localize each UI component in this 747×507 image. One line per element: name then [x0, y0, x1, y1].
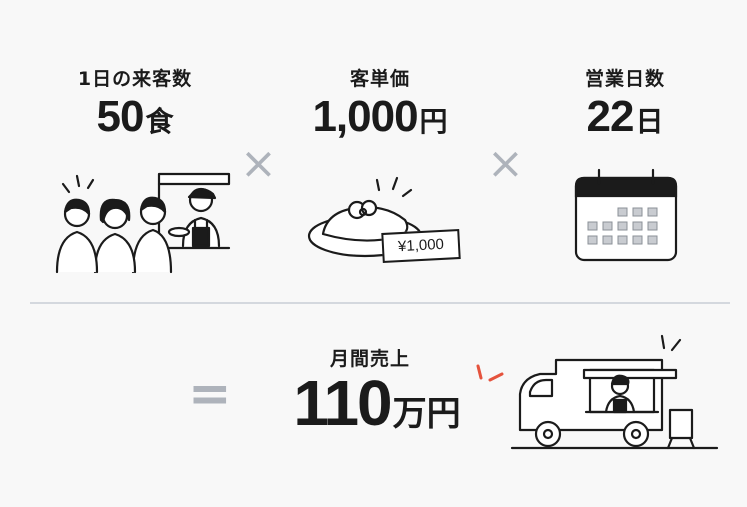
equals-sign: =	[188, 364, 232, 424]
price-per-customer-value: 1,000円	[285, 92, 475, 142]
customers-per-day-label: 1日の来客数	[77, 68, 193, 90]
customers-per-day-value: 50食	[45, 92, 225, 142]
multiply-sign-2: ×	[487, 138, 524, 189]
business-days-unit: 日	[635, 106, 664, 137]
food-truck-illustration	[510, 334, 719, 450]
price-per-customer-label: 客単価	[349, 68, 410, 90]
section-divider	[30, 302, 730, 304]
customers-queue-illustration	[55, 172, 231, 274]
business-days-label: 営業日数	[584, 68, 665, 90]
monthly-sales-number: 110	[293, 367, 392, 439]
multiply-sign-1: ×	[240, 138, 277, 189]
price-per-customer-unit: 円	[419, 106, 448, 137]
calendar-icon	[574, 168, 678, 262]
customers-per-day-number: 50	[96, 92, 145, 141]
monthly-sales-label: 月間売上	[329, 348, 410, 370]
monthly-sales-unit: 万円	[392, 395, 461, 433]
monthly-sales-value: 110万円	[262, 366, 492, 440]
business-days-number: 22	[586, 92, 635, 141]
business-days-value: 22日	[535, 92, 715, 142]
price-tag: ¥1,000	[381, 228, 461, 264]
emphasis-marks-icon	[476, 364, 504, 382]
customers-per-day-unit: 食	[145, 106, 174, 137]
price-per-customer-number: 1,000	[312, 92, 418, 141]
